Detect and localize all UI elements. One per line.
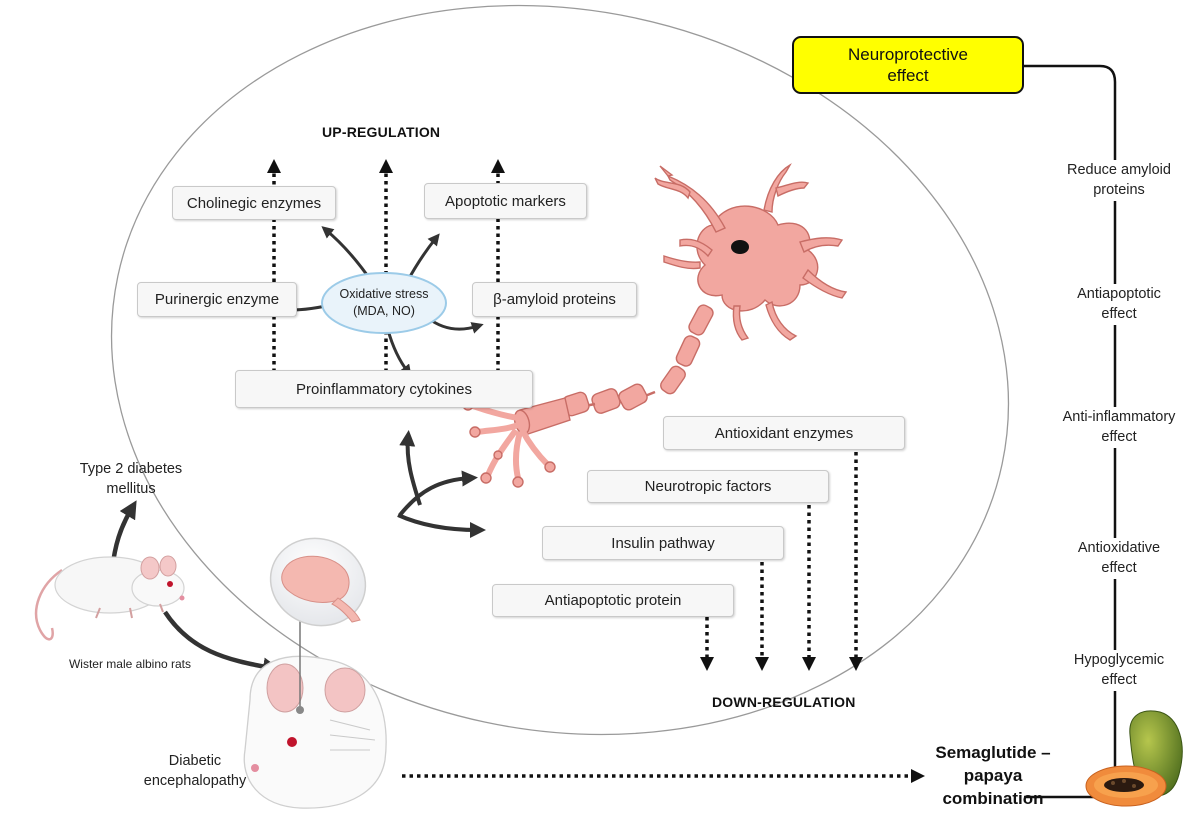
down-regulation-title: DOWN-REGULATION: [712, 694, 856, 710]
antioxidant-enzymes-box: Antioxidant enzymes: [663, 416, 905, 450]
combination-line1: Semaglutide – papaya: [935, 743, 1051, 785]
up-regulation-title: UP-REGULATION: [322, 124, 441, 140]
neurotropic-factors-box: Neurotropic factors: [587, 470, 829, 503]
papaya-illustration: [1085, 710, 1183, 807]
type2-diabetes-label: Type 2 diabetes mellitus: [56, 460, 206, 499]
rat-head-illustration: [243, 655, 387, 809]
effect-reduce-amyloid: Reduce amyloid proteins: [1044, 160, 1194, 201]
neuron-nucleus: [731, 240, 749, 254]
rats-label: Wister male albino rats: [68, 657, 192, 671]
oxidative-stress-label: Oxidative stress (MDA, NO): [326, 286, 442, 320]
type2-diabetes-line1: Type 2 diabetes: [79, 461, 183, 477]
effect-line1: Hypoglycemic: [1073, 652, 1165, 668]
effect-antiapoptotic: Antiapoptotic effect: [1044, 284, 1194, 325]
effect-anti-inflammatory: Anti-inflammatory effect: [1044, 407, 1194, 448]
effect-line2: proteins: [1093, 182, 1145, 199]
effect-line2: effect: [1101, 672, 1137, 689]
proinflammatory-cytokines-box: Proinflammatory cytokines: [235, 370, 533, 408]
neuroprotective-line2: effect: [887, 66, 929, 85]
effect-line1: Antioxidative: [1077, 540, 1161, 556]
oxidative-stress-line2: (MDA, NO): [353, 303, 415, 318]
rat-illustration: [34, 555, 185, 641]
effect-antioxidative: Antioxidative effect: [1044, 538, 1194, 579]
neuron-illustration: [462, 163, 848, 488]
insulin-pathway-box: Insulin pathway: [542, 526, 784, 560]
neuroprotective-line1: Neuroprotective: [847, 44, 968, 64]
pathway-ellipse: [110, 4, 1010, 736]
effect-hypoglycemic: Hypoglycemic effect: [1044, 650, 1194, 691]
neuroprotective-effect-box: Neuroprotective effect: [792, 36, 1024, 94]
effect-line2: effect: [1101, 429, 1137, 446]
cholinergic-enzymes-box: Cholinegic enzymes: [172, 186, 336, 220]
oxidative-stress-line1: Oxidative stress: [339, 287, 429, 301]
effect-line2: effect: [1101, 306, 1137, 323]
oxidative-stress-bubble: [321, 272, 447, 334]
effect-line1: Anti-inflammatory: [1062, 409, 1176, 425]
type2-diabetes-line2: mellitus: [106, 480, 156, 497]
apoptotic-markers-box: Apoptotic markers: [424, 183, 587, 219]
effect-line2: effect: [1101, 560, 1137, 577]
antiapoptotic-protein-box: Antiapoptotic protein: [492, 584, 734, 617]
down-regulation-arrows: [700, 452, 863, 671]
effect-line1: Antiapoptotic: [1077, 286, 1161, 302]
semaglutide-papaya-label: Semaglutide – papaya combination: [905, 742, 1081, 811]
curved-arrows: [397, 430, 486, 538]
encephalopathy-line1: Diabetic: [168, 753, 222, 769]
beta-amyloid-box: β-amyloid proteins: [472, 282, 637, 317]
effect-line1: Reduce amyloid: [1067, 162, 1171, 178]
encephalopathy-line2: encephalopathy: [143, 772, 247, 789]
encephalopathy-label: Diabetic encephalopathy: [130, 752, 260, 791]
combination-line2: combination: [942, 788, 1044, 808]
purinergic-enzyme-box: Purinergic enzyme: [137, 282, 297, 317]
brain-bubble: [269, 537, 367, 714]
